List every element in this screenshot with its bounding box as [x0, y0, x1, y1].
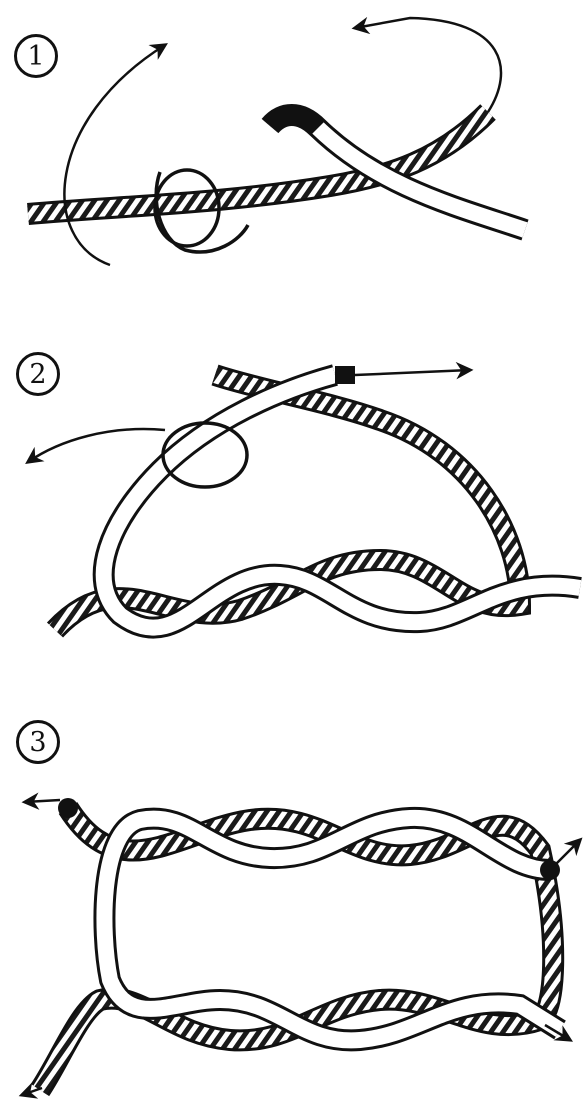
- arrow-loop-right: [355, 18, 501, 112]
- arrow-up-left: [64, 45, 165, 265]
- step-1-diagram: [0, 0, 587, 300]
- arrow-top-left: [25, 800, 60, 802]
- arrow-bottom-left: [22, 1088, 42, 1095]
- step-3-panel: 3: [0, 700, 587, 1102]
- arrow-right: [555, 840, 580, 865]
- step-3-diagram: [0, 700, 587, 1102]
- light-rope: [270, 115, 525, 230]
- arrow-left: [28, 429, 165, 462]
- step-2-panel: 2: [0, 330, 587, 690]
- rope-end-top-left: [58, 798, 78, 818]
- step-1-panel: 1: [0, 0, 587, 300]
- arrow-right: [355, 370, 470, 375]
- step-2-diagram: [0, 330, 587, 690]
